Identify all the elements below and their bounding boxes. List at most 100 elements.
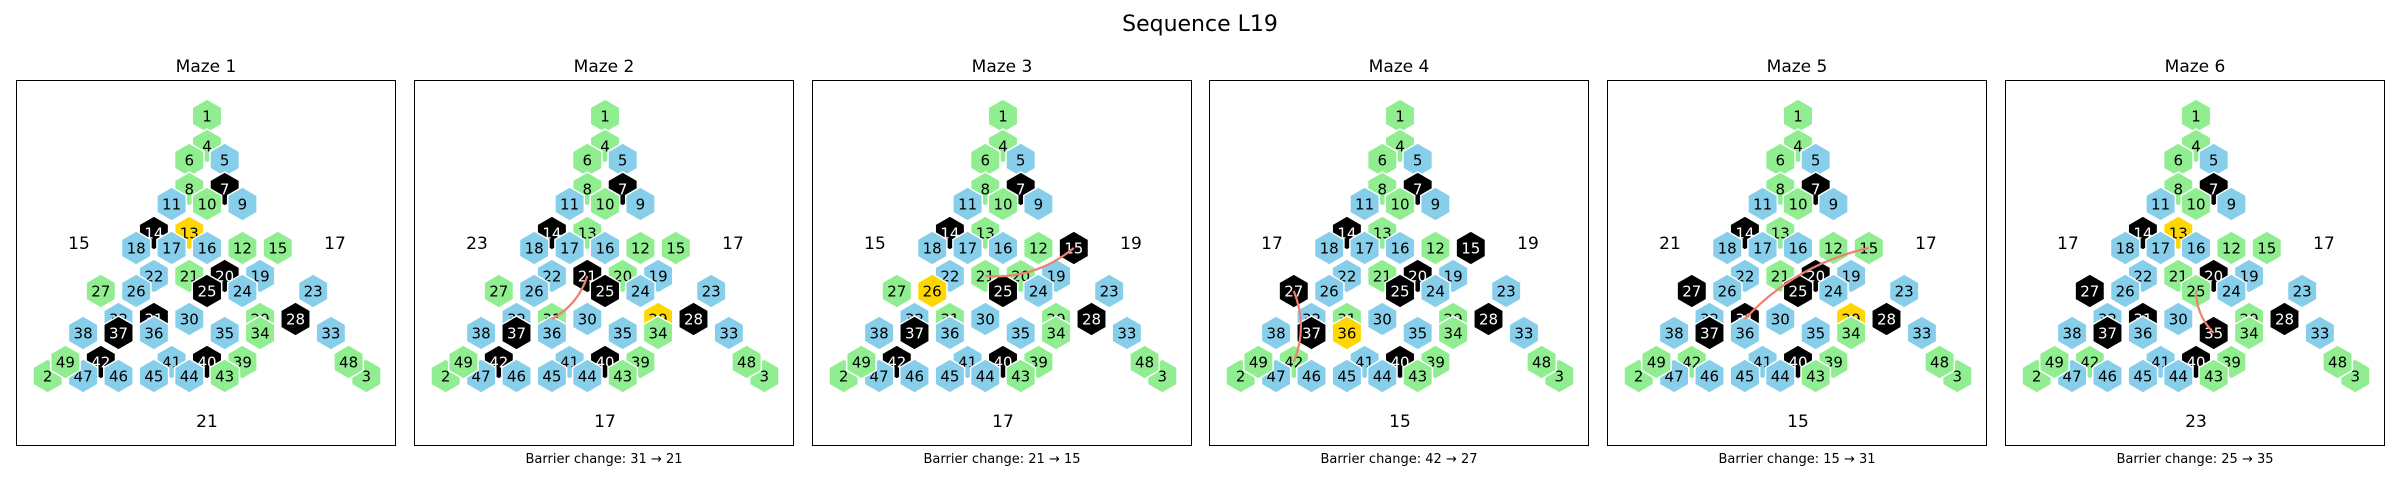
cell-number: 28 [1877,311,1896,329]
cell-number: 8 [981,181,991,199]
cell-number: 25 [1390,283,1409,301]
cell-number: 36 [2133,325,2152,343]
cell-number: 18 [2116,240,2135,258]
cell-number: 46 [507,368,526,386]
hex-shape [1729,358,1761,394]
hex-shape [678,301,709,337]
cell-number: 26 [525,283,544,301]
cell-number: 2 [1236,368,1246,386]
hex-shape [607,315,639,351]
cell-number: 10 [595,196,614,214]
barrier-cell: 37 [103,315,134,351]
hex-shape [969,358,1001,394]
hex-shape [2127,315,2159,351]
blue-cell: 35 [1800,315,1832,351]
hex-shape [1366,301,1398,337]
cell-number: 33 [1117,325,1136,343]
hex-shape [952,186,984,222]
left-edge-label: 21 [1659,234,1681,254]
hex-shape [501,315,532,351]
cell-number: 36 [1337,325,1356,343]
hex-shape [2233,315,2265,351]
open-cell: 12 [624,230,656,266]
hex-shape [1800,358,1832,394]
blue-cell: 44 [969,358,1001,394]
hex-shape [280,301,311,337]
open-cell: 27 [85,273,117,309]
cell-number: 11 [1753,196,1772,214]
cell-number: 45 [940,368,959,386]
cell-number: 30 [2169,311,2188,329]
blue-cell: 26 [1313,273,1345,309]
highlight-cell: 36 [1331,315,1363,351]
open-cell: 1 [191,98,223,134]
open-cell: 34 [1040,315,1072,351]
cell-number: 25 [1788,283,1807,301]
hex-shape [1747,230,1779,266]
open-cell: 10 [2180,186,2212,222]
bottom-edge-label: 23 [2185,412,2207,432]
barrier-cell: 28 [1871,301,1902,337]
hex-shape [2286,273,2318,309]
open-cell: 15 [660,230,692,266]
cell-number: 43 [1011,368,1030,386]
cell-number: 17 [560,240,579,258]
cell-number: 46 [1700,368,1719,386]
right-edge-label: 19 [1517,234,1539,254]
hex-shape [607,358,639,394]
cell-number: 1 [600,108,610,126]
cell-number: 9 [636,196,646,214]
blue-cell: 17 [952,230,984,266]
cell-number: 30 [976,311,995,329]
blue-cell: 30 [969,301,1001,337]
barrier-change-arrow [551,275,589,320]
cell-number: 27 [887,283,906,301]
hex-shape [987,186,1019,222]
cell-number: 49 [2045,354,2064,372]
cell-number: 10 [1390,196,1409,214]
hex-shape [85,273,117,309]
hex-shape [1005,358,1037,394]
cell-number: 45 [144,368,163,386]
open-cell: 1 [987,98,1019,134]
cell-number: 5 [1811,152,1821,170]
hex-shape [1835,315,1867,351]
left-edge-label: 15 [864,234,886,254]
cell-number: 23 [1100,283,1119,301]
hex-shape [156,186,188,222]
cell-number: 34 [251,325,270,343]
cell-number: 17 [1355,240,1374,258]
blue-cell: 16 [1782,230,1814,266]
hex-shape [1260,315,1292,351]
cell-number: 5 [1016,152,1026,170]
hex-shape [624,230,656,266]
hex-shape [1384,186,1416,222]
open-cell: 12 [1817,230,1849,266]
hex-shape [2092,315,2123,351]
cell-number: 33 [1514,325,1533,343]
barrier-cell: 37 [2092,315,2123,351]
cell-number: 23 [2293,283,2312,301]
hex-shape [536,358,568,394]
hex-shape [1729,315,1761,351]
blue-cell: 30 [173,301,205,337]
cell-number: 44 [2169,368,2188,386]
blue-cell: 30 [1764,301,1796,337]
cell-number: 8 [185,181,195,199]
cell-number: 12 [1426,240,1445,258]
cell-number: 34 [649,325,668,343]
hex-shape [138,315,170,351]
open-cell: 15 [262,230,294,266]
cell-number: 1 [998,108,1008,126]
blue-cell: 33 [1111,315,1143,351]
cell-number: 33 [321,325,340,343]
cell-number: 18 [923,240,942,258]
barrier-change-caption: Barrier change: 15 → 31 [1718,452,1876,467]
hex-shape [1888,273,1920,309]
barrier-cell: 37 [1296,315,1327,351]
hex-shape [2038,344,2070,380]
blue-cell: 23 [2286,273,2318,309]
blue-cell: 38 [465,315,497,351]
